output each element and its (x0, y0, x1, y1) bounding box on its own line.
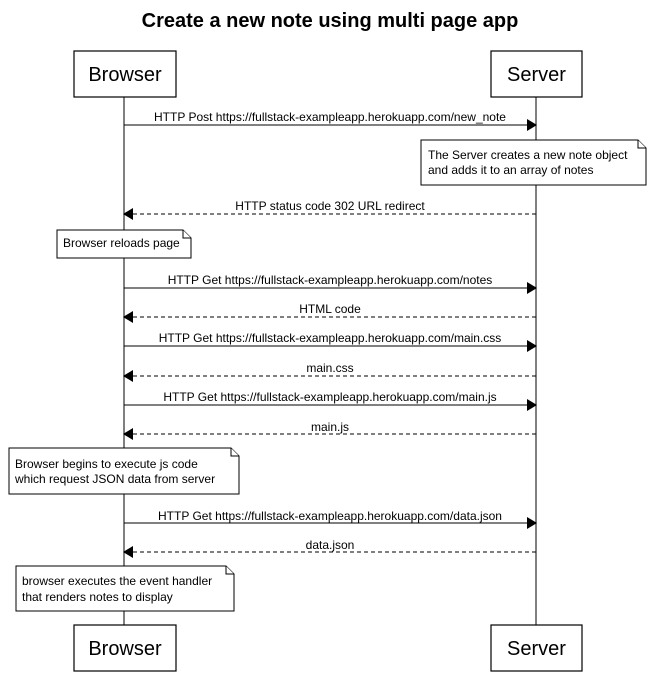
message: main.css (123, 361, 536, 382)
message: HTTP Get https://fullstack-exampleapp.he… (124, 331, 537, 352)
note-line: which request JSON data from server (14, 472, 215, 486)
note-line: Browser begins to execute js code (15, 457, 198, 471)
message: HTTP Post https://fullstack-exampleapp.h… (124, 110, 537, 131)
message-label: HTML code (299, 302, 361, 316)
browser-actor-label: Browser (88, 64, 162, 86)
server-actor-bottom: Server (490, 624, 583, 672)
browser-actor-bottom: Browser (73, 624, 177, 672)
message: HTTP Get https://fullstack-exampleapp.he… (124, 273, 537, 294)
note-line: browser executes the event handler (22, 574, 212, 588)
message-label: data.json (306, 538, 355, 552)
message: HTTP Get https://fullstack-exampleapp.he… (124, 509, 537, 529)
message-label: HTTP Post https://fullstack-exampleapp.h… (154, 110, 506, 124)
note: Browser reloads page (56, 229, 192, 259)
server-actor-label: Server (507, 638, 566, 660)
note-line: that renders notes to display (22, 590, 173, 604)
browser-actor-label: Browser (88, 638, 162, 660)
diagram-title: Create a new note using multi page app (142, 10, 519, 32)
note-line: The Server creates a new note object (428, 148, 628, 162)
message-label: HTTP Get https://fullstack-exampleapp.he… (159, 331, 502, 345)
server-actor-label: Server (507, 64, 566, 86)
note: browser executes the event handler that … (15, 565, 235, 612)
message-label: main.js (311, 420, 349, 434)
note: Browser begins to execute js code which … (8, 447, 240, 495)
message-label: HTTP Get https://fullstack-exampleapp.he… (168, 273, 493, 287)
note: The Server creates a new note object and… (420, 139, 647, 186)
message-label: HTTP status code 302 URL redirect (235, 199, 425, 213)
message: HTTP Get https://fullstack-exampleapp.he… (124, 390, 537, 411)
message: HTML code (123, 302, 536, 323)
note-line: and adds it to an array of notes (428, 163, 593, 177)
server-actor-top: Server (490, 50, 583, 98)
message-label: main.css (306, 361, 353, 375)
browser-actor-top: Browser (73, 50, 177, 98)
message-label: HTTP Get https://fullstack-exampleapp.he… (158, 509, 502, 523)
message-label: HTTP Get https://fullstack-exampleapp.he… (163, 390, 496, 404)
note-line: Browser reloads page (63, 236, 180, 250)
message: main.js (123, 420, 536, 440)
message: data.json (123, 538, 536, 558)
message: HTTP status code 302 URL redirect (123, 199, 536, 220)
